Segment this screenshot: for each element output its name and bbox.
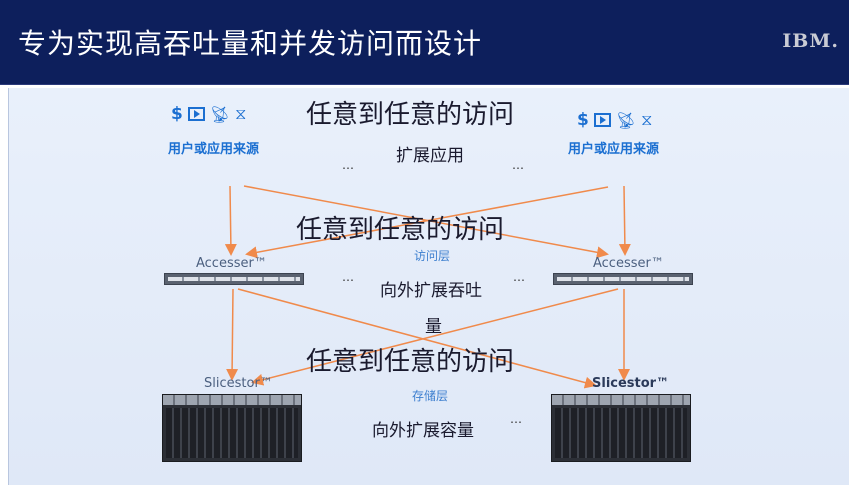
arrow-src-right-to-accesser-right (618, 185, 631, 256)
source-left-label: 用户或应用来源 (168, 142, 260, 157)
header-bar: 专为实现高吞吐量和并发访问而设计 IBM. (0, 0, 849, 85)
accesser-left-server (164, 273, 304, 285)
dna-icon: ⧖ (641, 110, 653, 129)
scale-throughput-line1: 向外扩展吞吐 (380, 281, 482, 301)
slicestor-right-server (551, 394, 691, 462)
arrow-accesser-left-to-slicestor-right (237, 288, 597, 389)
ibm-logo: IBM. (782, 30, 839, 52)
accesser-right-server (553, 273, 693, 285)
diagram-panel (8, 88, 849, 485)
ellipsis-middle-right: … (513, 270, 525, 284)
dollar-icon: $ (577, 110, 589, 130)
play-icon (187, 107, 205, 121)
satellite-icon: 📡︎ (209, 104, 231, 124)
any-to-any-bottom: 任意到任意的访问 (306, 347, 515, 377)
slicestor-left-label: Slicestor™ (204, 376, 273, 391)
arrow-src-right-to-accesser-left (245, 186, 609, 259)
arrow-src-left-to-accesser-left (224, 185, 237, 256)
scale-throughput-line2: 量 (425, 317, 442, 337)
any-to-any-middle: 任意到任意的访问 (296, 215, 505, 245)
scale-capacity-label: 向外扩展容量 (372, 421, 474, 441)
access-layer-label: 访问层 (414, 249, 451, 263)
dna-icon: ⧖ (235, 104, 247, 123)
storage-layer-label: 存储层 (412, 389, 449, 403)
source-right-icons: $ 📡︎ ⧖ (577, 110, 652, 130)
slicestor-right-label: Slicestor™ (592, 376, 670, 391)
ellipsis-top-right: … (512, 158, 524, 172)
ellipsis-top-left: … (342, 158, 354, 172)
accesser-right-label: Accesser™ (593, 256, 664, 271)
any-to-any-top: 任意到任意的访问 (306, 100, 515, 130)
slide-title: 专为实现高吞吐量和并发访问而设计 (18, 27, 483, 60)
scale-apps-label: 扩展应用 (396, 146, 464, 166)
source-left-icons: $ 📡︎ ⧖ (171, 104, 246, 124)
play-icon (593, 113, 611, 127)
dollar-icon: $ (171, 104, 183, 124)
arrow-accesser-left-to-slicestor-left (226, 288, 239, 381)
source-right-label: 用户或应用来源 (568, 142, 660, 157)
ellipsis-bottom-right: … (510, 412, 522, 426)
accesser-left-label: Accesser™ (196, 256, 267, 271)
arrow-accesser-right-to-slicestor-left (251, 288, 619, 386)
ellipsis-middle-left: … (342, 270, 354, 284)
slicestor-left-server (162, 394, 302, 462)
arrow-src-left-to-accesser-right (243, 185, 609, 259)
satellite-icon: 📡︎ (615, 110, 637, 130)
